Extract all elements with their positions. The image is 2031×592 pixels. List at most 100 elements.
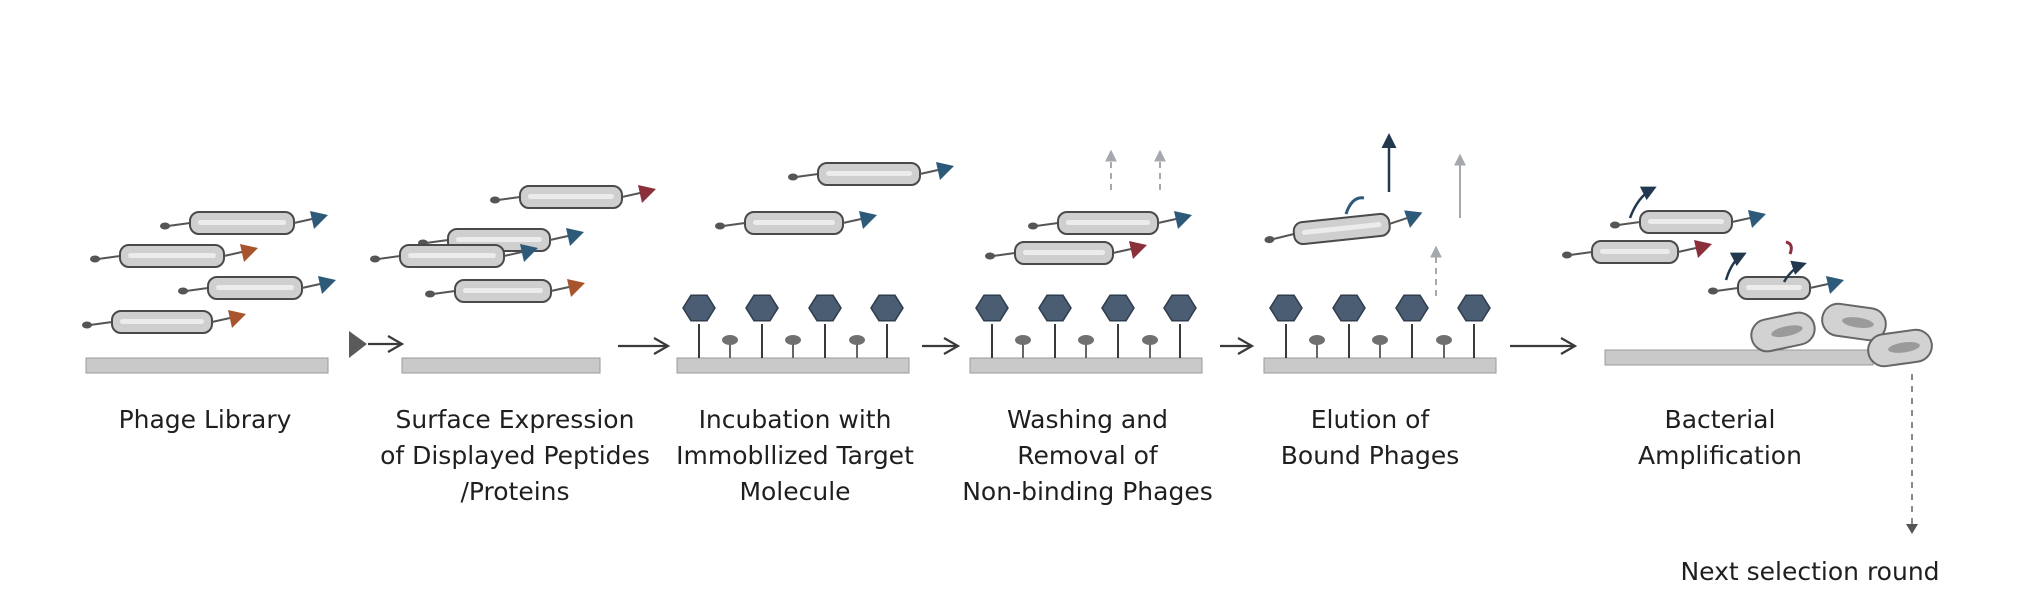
library-pointer-triangle [349,331,367,358]
incubation-phage-2-tail-knob [715,222,725,230]
elution-phage-1-peptide-tag [1404,210,1423,228]
library-phage-2-peptide-tag [240,244,258,262]
elution-small-ligand-1 [1372,335,1388,345]
expression-phage-4 [425,279,585,303]
library-phage-3 [178,276,336,300]
amplification-phage-3-peptide-tag [1826,276,1844,294]
incubation-phage-1-linker [919,169,939,175]
expression-phage-3-tail-knob [370,255,380,263]
bacterium-1-nucleoid [1842,317,1874,328]
library-phage-1-stripe [198,220,286,225]
amplification-phage-1 [1610,210,1766,234]
incubation-phage-2-linker [842,218,862,224]
expression-phage-4-tail [432,290,456,295]
library-phage-1-peptide-tag [310,211,328,229]
washing-small-ligand-2 [1142,335,1158,345]
library-phage-2-tail [97,255,121,260]
amplification-phage-1-stripe [1648,219,1724,224]
expression-phage-4-peptide-tag [567,279,585,297]
washing-phage-1-stripe [1066,220,1150,225]
washing-small-ligand-1 [1078,335,1094,345]
amplification-phage-3-tail [1715,287,1739,292]
step-label-phage-library: Phage Library [118,405,292,434]
expression-phage-1-linker [621,192,641,198]
elution-phage-1-stripe [1301,222,1382,235]
amplification-surface [1604,349,1874,366]
library-phage-1-tail [167,222,191,227]
expression-phage-4-tail-knob [425,290,435,298]
amplification-phage-1-tail-knob [1610,221,1620,229]
expression-phage-1-tail-knob [490,196,500,204]
washing-phage-2 [985,241,1147,265]
incubation-target-molecule-0 [682,294,716,322]
washing-surface [969,357,1203,374]
library-phage-3-tail [185,287,209,292]
incubation-target-molecule-3 [870,294,904,322]
step-label-incubation: Incubation with Immobllized Target Molec… [676,405,914,506]
expression-phage-1 [490,185,656,209]
library-phage-1 [160,211,328,235]
library-phage-3-peptide-tag [318,276,336,294]
bacterium-0-nucleoid [1771,325,1803,338]
washing-phage-1-tail-knob [1028,222,1038,230]
amplification-phage-2-tail-knob [1562,251,1572,259]
arrow-1-head [387,335,405,353]
incubation-target-molecule-2 [808,294,842,322]
step-label-bacterial-amplification: Bacterial Amplification [1638,405,1802,470]
amplification-arrow-1 [1628,186,1657,219]
incubation-phage-1-peptide-tag [936,162,954,180]
incubation-phage-1-tail [795,173,819,178]
washing-target-molecule-1 [1038,294,1072,322]
library-phage-2-stripe [128,253,216,258]
amplification-arrow-2 [1724,252,1747,281]
amplification-phage-3 [1708,276,1844,300]
elution-target-molecule-1 [1332,294,1366,322]
amplification-phage-2 [1562,240,1712,264]
bacterium-0 [1750,311,1816,353]
expression-phage-1-peptide-tag [638,185,656,203]
washing-phage-2-stripe [1023,250,1105,255]
amplification-phage-3-stripe [1746,285,1802,290]
amplification-phage-3-tail-knob [1708,287,1718,295]
amplification-phage-2-stripe [1600,249,1670,254]
arrow-2-head [653,337,671,355]
expression-phage-1-tail [497,196,521,201]
incubation-small-ligand-2 [849,335,865,345]
library-phage-4-stripe [120,319,204,324]
elution-phage-1-tail [1272,233,1295,241]
arrow-5-head [1560,337,1578,355]
step-label-washing: Washing and Removal of Non-binding Phage… [962,405,1213,506]
step-label-elution: Elution of Bound Phages [1280,405,1460,470]
washing-target-molecule-0 [975,294,1009,322]
library-phage-2-linker [223,251,243,257]
elution-small-ligand-2 [1436,335,1452,345]
washing-phage-2-linker [1112,248,1132,254]
incubation-surface [676,357,910,374]
amplification-arrow-3 [1782,260,1807,283]
washing-phage-2-tail [992,252,1016,257]
expression-phage-3-stripe [408,253,496,258]
elution-small-ligand-0 [1309,335,1325,345]
bacterium-1 [1821,302,1887,342]
library-phage-3-linker [301,283,321,289]
bacterium-2-nucleoid [1888,342,1920,353]
expression-surface [401,357,601,374]
library-phage-4 [82,310,246,334]
library-phage-2 [90,244,258,268]
phage-library-surface [85,357,329,374]
elution-phage-1-linker [1389,217,1408,225]
amplification-phage-2-peptide-tag [1694,240,1712,258]
next-round-arrow-head [1906,524,1918,534]
incubation-small-ligand-1 [785,335,801,345]
arrow-3-head [943,337,961,355]
elution-peptide-fragment [1344,196,1365,215]
incubation-small-ligand-0 [722,335,738,345]
washing-phage-1-peptide-tag [1174,211,1192,229]
library-phage-3-stripe [216,285,294,290]
amplification-peptide-fragment [1785,240,1793,255]
expression-phage-2-tail [425,239,449,244]
washing-target-molecule-3 [1163,294,1197,322]
washing-phage-1-tail [1035,222,1059,227]
amplification-phage-2-tail [1569,251,1593,256]
